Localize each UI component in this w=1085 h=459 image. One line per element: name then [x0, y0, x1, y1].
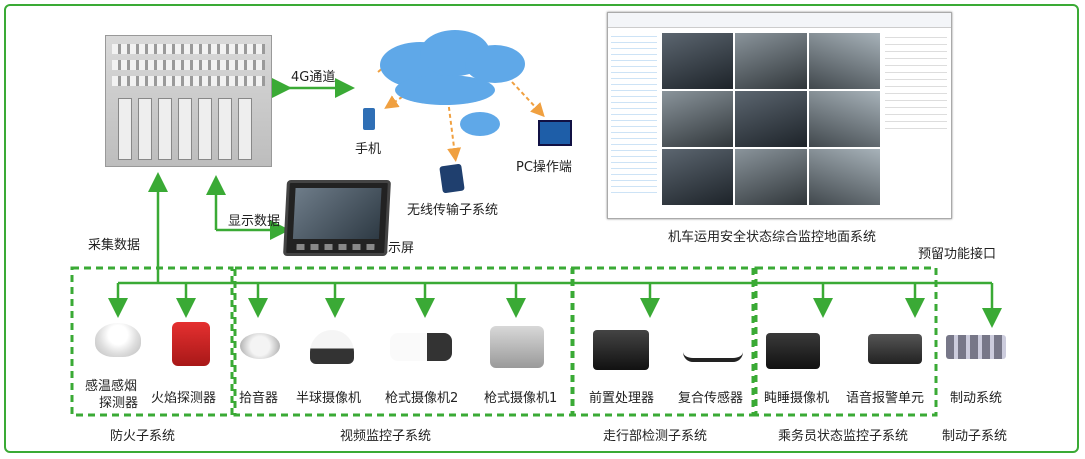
display-screen — [283, 180, 391, 256]
cloud-icon — [460, 112, 500, 136]
dome-camera-icon — [310, 330, 354, 364]
composite-sensor-icon — [683, 338, 743, 362]
composite-sensor-label: 复合传感器 — [678, 391, 744, 406]
pc-monitor-icon — [538, 120, 572, 146]
brake-subsystem-label: 制动子系统 — [942, 429, 1008, 444]
show-data-label: 显示数据 — [228, 214, 281, 229]
running-subsystem-label: 走行部检测子系统 — [603, 429, 708, 444]
gun-camera1-label: 枪式摄像机1 — [484, 391, 558, 406]
link-4g-label: 4G通道 — [291, 70, 336, 85]
smoke-detector-label-2: 探测器 — [99, 396, 139, 411]
tablet-icon — [439, 163, 465, 194]
crew-subsystem-label: 乘务员状态监控子系统 — [778, 429, 909, 444]
preprocessor-icon — [593, 330, 649, 370]
gun-camera2-label: 枪式摄像机2 — [385, 391, 459, 406]
preprocessor-label: 前置处理器 — [589, 391, 655, 406]
video-subsystem-label: 视频监控子系统 — [340, 429, 432, 444]
pickup-icon — [240, 333, 280, 359]
voice-alarm-label: 语音报警单元 — [846, 391, 925, 406]
fire-subsystem-label: 防火子系统 — [110, 429, 176, 444]
cloud-icon — [465, 45, 525, 83]
gun-camera2-icon — [390, 333, 452, 361]
cloud-icon — [395, 75, 495, 105]
ground-system-screenshot — [607, 12, 952, 219]
smoke-detector-icon — [95, 323, 141, 357]
onboard-host-panel — [105, 35, 272, 167]
outer-frame — [4, 4, 1079, 453]
brake-system-label: 制动系统 — [950, 391, 1003, 406]
phone-label: 手机 — [355, 142, 382, 157]
pickup-label: 拾音器 — [239, 391, 279, 406]
reserved-interface-label: 预留功能接口 — [918, 247, 997, 262]
brake-system-icon — [946, 335, 1006, 359]
flame-detector-label: 火焰探测器 — [151, 391, 217, 406]
gun-camera1-icon — [490, 326, 544, 368]
wireless-subsystem-label: 无线传输子系统 — [407, 203, 499, 218]
phone-icon — [363, 108, 375, 130]
flame-detector-icon — [172, 322, 210, 366]
dome-camera-label: 半球摄像机 — [296, 391, 362, 406]
voice-alarm-icon — [868, 334, 922, 364]
smoke-detector-label-1: 感温感烟 — [85, 379, 138, 394]
pc-label: PC操作端 — [516, 160, 572, 175]
doze-camera-label: 盹睡摄像机 — [764, 391, 830, 406]
ground-system-label: 机车运用安全状态综合监控地面系统 — [668, 230, 877, 245]
doze-camera-icon — [766, 333, 820, 369]
collect-data-label: 采集数据 — [88, 238, 141, 253]
